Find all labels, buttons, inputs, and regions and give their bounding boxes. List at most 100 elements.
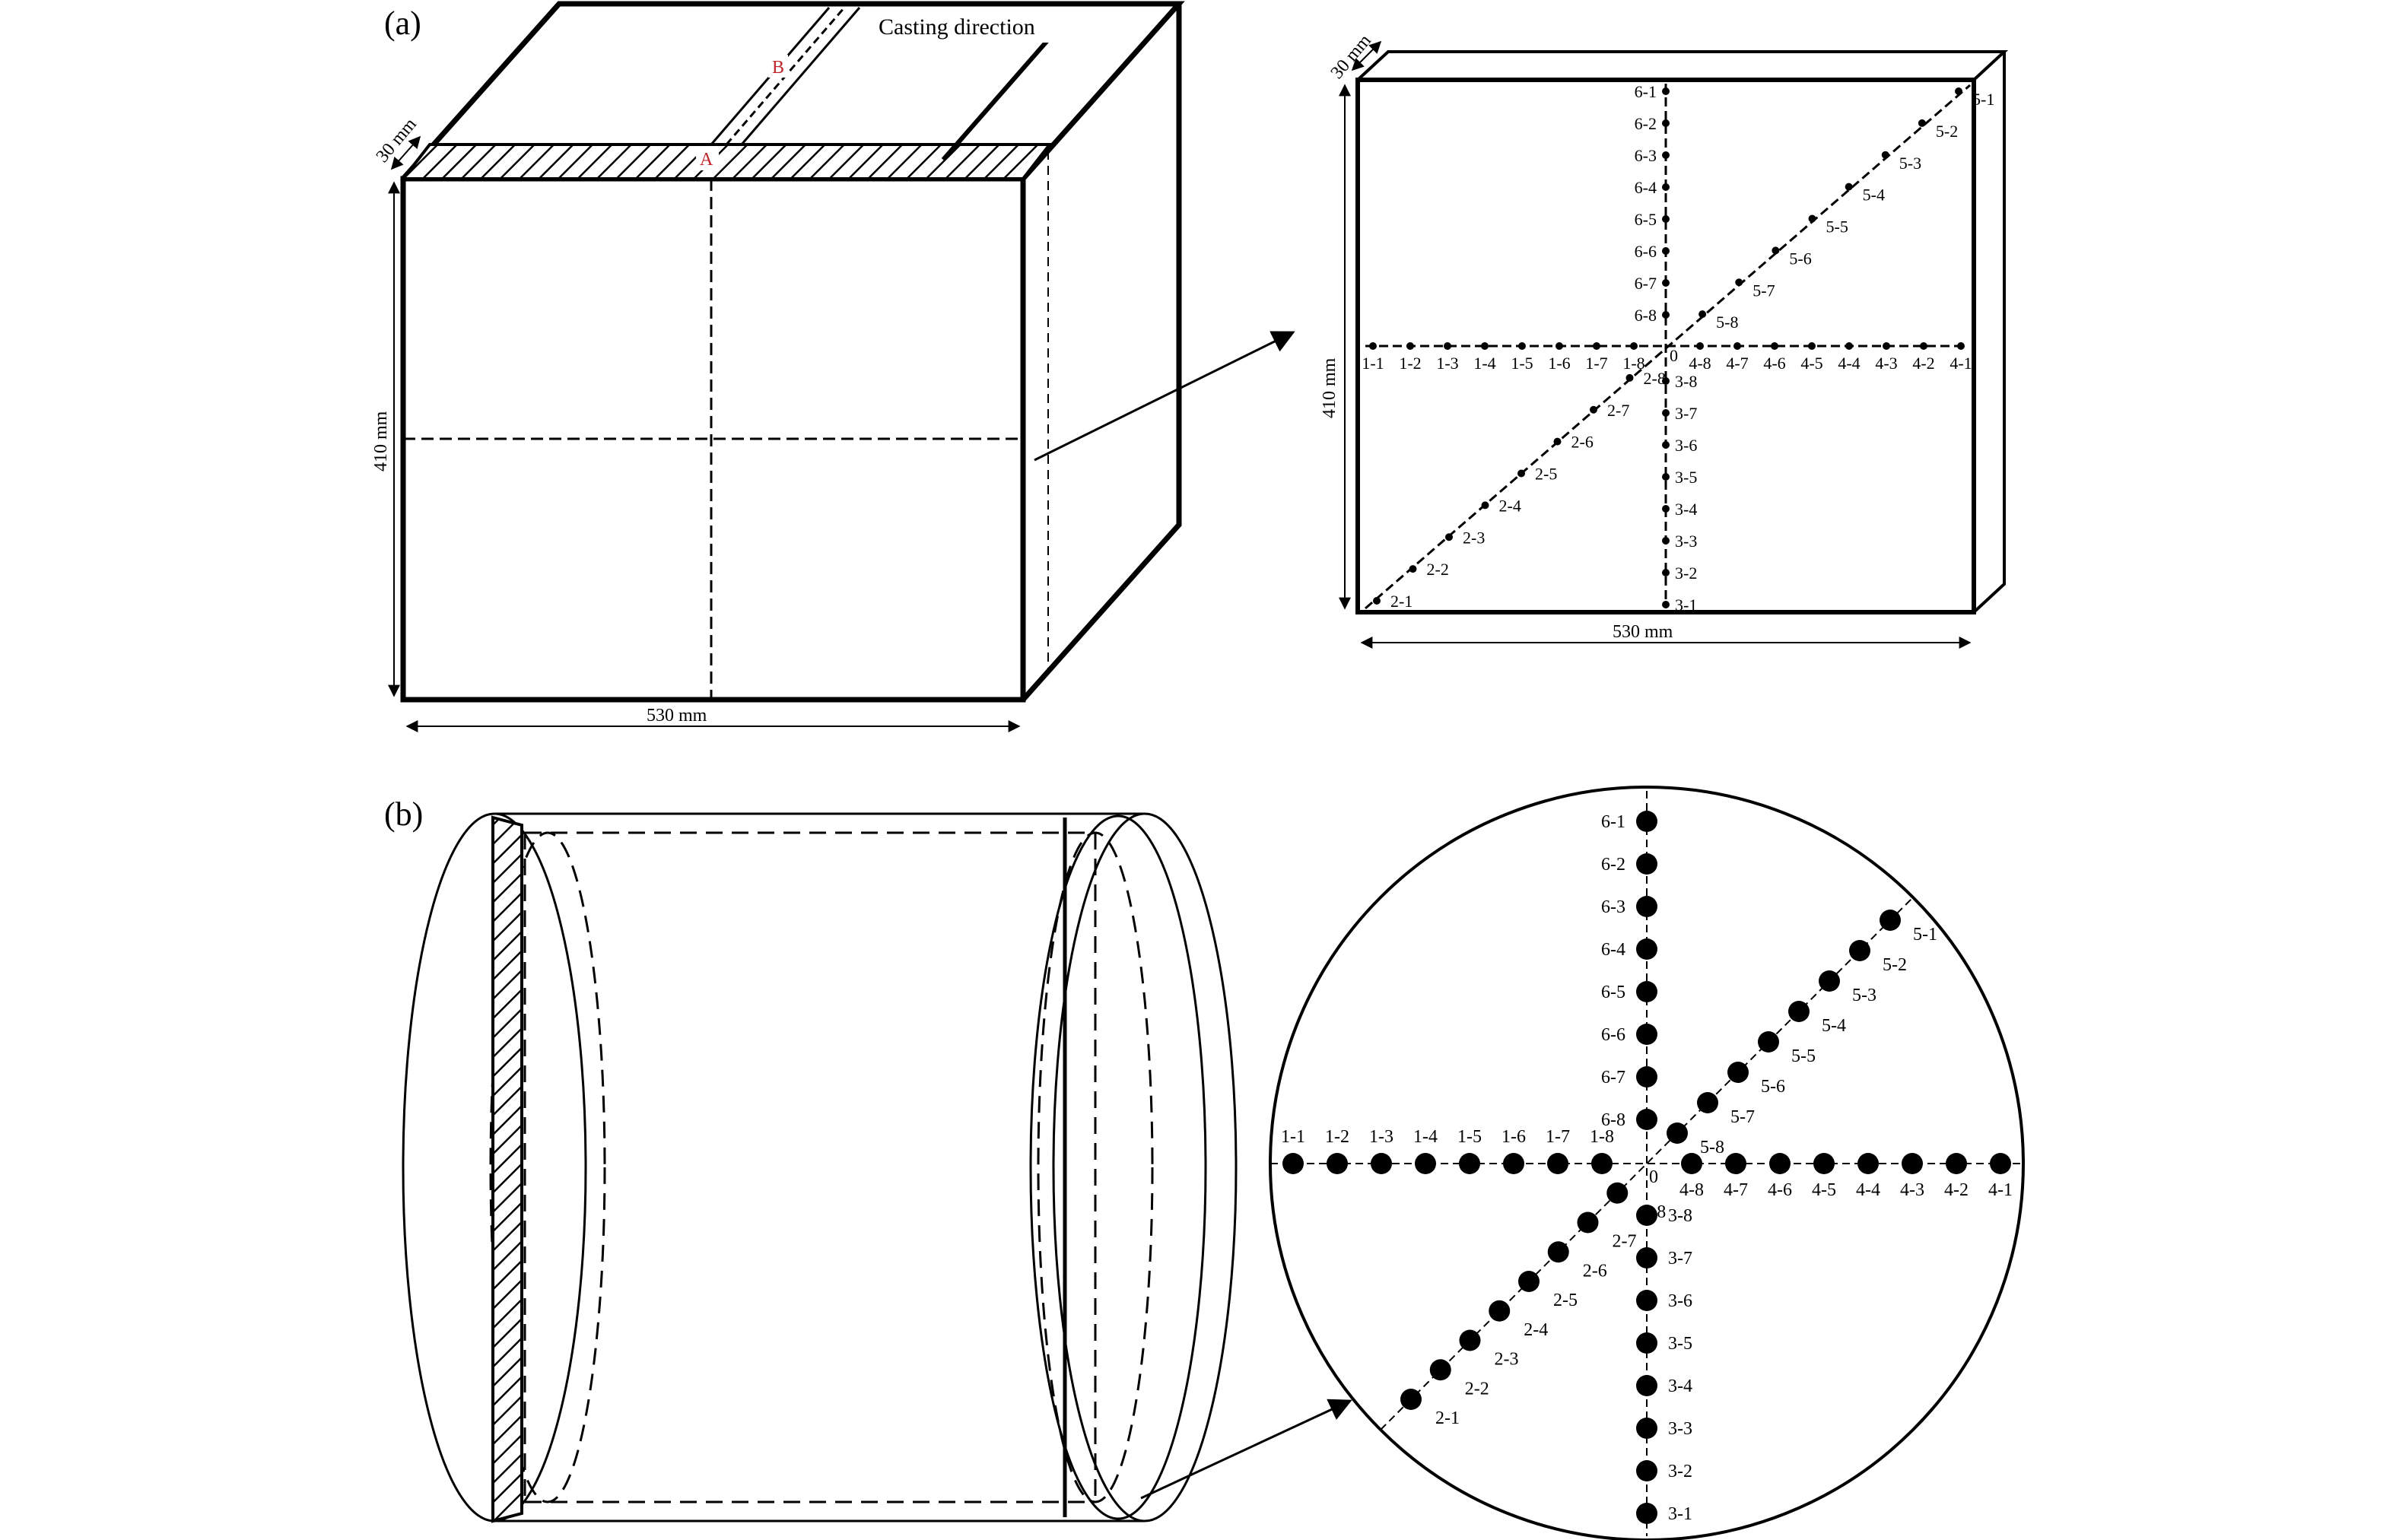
point-label-1-4: 1-4	[1413, 1127, 1438, 1147]
point-label-2-2: 2-2	[1465, 1379, 1489, 1399]
point-label-3-4: 3-4	[1675, 500, 1697, 519]
measurement-point-5-7	[1735, 278, 1743, 287]
measurement-point-3-8	[1636, 1205, 1657, 1226]
measurement-point-4-6	[1771, 342, 1778, 350]
point-label-6-7: 6-7	[1635, 274, 1657, 293]
measurement-point-3-6	[1662, 441, 1670, 449]
height-dimension: 410 mm	[371, 411, 391, 472]
point-label-4-3: 4-3	[1875, 354, 1897, 373]
point-label-5-6: 5-6	[1789, 249, 1811, 268]
section-slab	[1355, 50, 2009, 614]
point-label-3-3: 3-3	[1675, 532, 1697, 551]
measurement-point-3-1	[1662, 601, 1670, 608]
measurement-point-1-6	[1503, 1153, 1524, 1174]
measurement-point-3-6	[1636, 1290, 1657, 1311]
point-label-5-6: 5-6	[1761, 1077, 1785, 1097]
point-label-3-3: 3-3	[1668, 1419, 1692, 1439]
measurement-point-5-2	[1918, 119, 1926, 127]
measurement-point-3-4	[1636, 1375, 1657, 1396]
point-label-6-2: 6-2	[1601, 855, 1625, 875]
point-label-6-6: 6-6	[1635, 242, 1657, 261]
point-label-2-5: 2-5	[1553, 1291, 1578, 1310]
point-label-3-8: 3-8	[1675, 372, 1697, 391]
measurement-point-1-8	[1591, 1153, 1613, 1174]
thickness-dimension-line	[390, 135, 421, 170]
point-label-5-7: 5-7	[1753, 281, 1775, 300]
point-label-5-8: 5-8	[1716, 313, 1738, 332]
measurement-point-5-5	[1808, 214, 1816, 223]
point-label-3-2: 3-2	[1675, 564, 1697, 583]
measurement-point-6-7	[1662, 279, 1670, 287]
measurement-point-1-2	[1406, 342, 1414, 350]
point-label-5-8: 5-8	[1700, 1138, 1724, 1157]
point-label-2-1: 2-1	[1390, 592, 1412, 611]
measurement-point-2-8	[1625, 373, 1634, 382]
measurement-point-6-1	[1636, 811, 1657, 832]
point-label-6-6: 6-6	[1601, 1025, 1625, 1045]
point-label-3-5: 3-5	[1668, 1334, 1692, 1354]
hatched-slice-b	[491, 815, 523, 1523]
section-b-pointer-arrow	[1140, 1399, 1352, 1500]
point-label-3-6: 3-6	[1668, 1291, 1692, 1311]
point-label-5-2: 5-2	[1883, 955, 1907, 975]
measurement-point-6-5	[1662, 215, 1670, 223]
casting-direction-line	[941, 37, 1052, 161]
point-label-6-1: 6-1	[1635, 82, 1657, 101]
section-a-center-label: 0	[1670, 346, 1678, 365]
point-label-6-7: 6-7	[1601, 1068, 1625, 1088]
point-label-6-8: 6-8	[1601, 1110, 1625, 1130]
measurement-point-5-1	[1880, 910, 1901, 931]
point-label-5-1: 5-1	[1972, 90, 1994, 109]
measurement-point-1-4	[1481, 342, 1489, 350]
measurement-point-5-3	[1819, 970, 1840, 992]
point-label-6-5: 6-5	[1635, 210, 1657, 229]
measurement-point-5-3	[1881, 151, 1889, 159]
measurement-point-5-8	[1667, 1122, 1688, 1144]
measurement-point-2-1	[1373, 597, 1381, 605]
point-label-4-1: 4-1	[1988, 1180, 2013, 1200]
measurement-point-2-5	[1517, 469, 1525, 478]
measurement-point-6-4	[1662, 183, 1670, 191]
measurement-point-6-3	[1662, 151, 1670, 159]
line-2-5-axis	[1365, 84, 1971, 610]
point-label-3-8: 3-8	[1668, 1206, 1692, 1226]
measurement-point-1-7	[1593, 342, 1600, 350]
point-label-6-5: 6-5	[1601, 983, 1625, 1002]
measurement-point-2-6	[1553, 437, 1562, 446]
measurement-point-1-2	[1327, 1153, 1348, 1174]
cylinder-3d	[402, 812, 1238, 1523]
measurement-point-4-5	[1813, 1153, 1835, 1174]
measurement-point-4-4	[1857, 1153, 1879, 1174]
measurement-point-6-8	[1662, 311, 1670, 319]
measurement-point-1-1	[1369, 342, 1377, 350]
measurement-point-6-4	[1636, 938, 1657, 960]
point-label-2-6: 2-6	[1571, 433, 1594, 452]
measurement-point-5-4	[1845, 183, 1853, 191]
measurement-point-5-1	[1955, 87, 1962, 95]
measurement-point-5-6	[1727, 1062, 1749, 1083]
point-label-4-4: 4-4	[1856, 1180, 1880, 1200]
measurement-point-6-2	[1636, 853, 1657, 875]
measurement-point-2-2	[1409, 565, 1417, 573]
measurement-point-2-7	[1577, 1211, 1599, 1234]
measurement-point-1-7	[1547, 1153, 1568, 1174]
measurement-point-6-3	[1636, 896, 1657, 917]
point-label-4-8: 4-8	[1689, 354, 1711, 373]
block-top-face	[401, 1, 1185, 181]
section-pointer-arrow	[1034, 331, 1295, 462]
measurement-point-2-6	[1547, 1241, 1569, 1263]
point-label-2-2: 2-2	[1427, 560, 1449, 579]
measurement-point-2-4	[1481, 501, 1489, 510]
measurement-point-3-4	[1662, 505, 1670, 513]
point-label-1-1: 1-1	[1362, 354, 1384, 373]
measurement-point-3-3	[1636, 1418, 1657, 1439]
point-label-2-6: 2-6	[1583, 1261, 1607, 1281]
casting-direction-label: Casting direction	[879, 14, 1035, 40]
point-label-1-8: 1-8	[1590, 1127, 1614, 1147]
point-label-2-3: 2-3	[1463, 528, 1485, 547]
measurement-point-4-8	[1681, 1153, 1702, 1174]
point-a-label: A	[700, 150, 713, 170]
point-label-5-3: 5-3	[1852, 986, 1876, 1005]
